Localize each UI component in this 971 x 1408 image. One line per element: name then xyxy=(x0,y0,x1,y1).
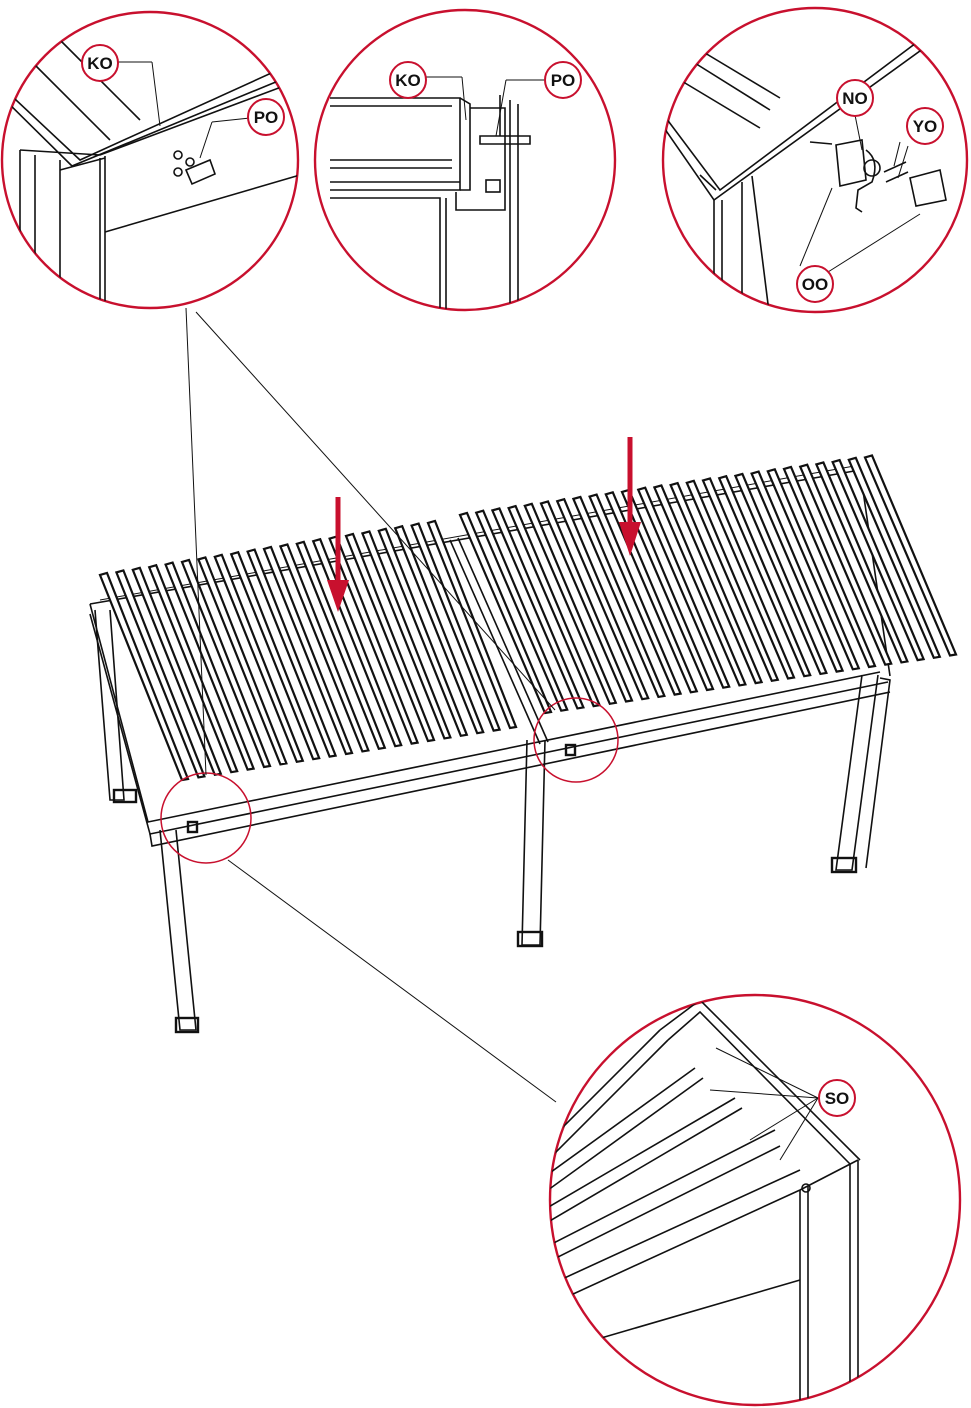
callout-label: PO xyxy=(551,71,576,90)
louver-slat xyxy=(229,550,321,761)
callout-label: KO xyxy=(395,71,421,90)
louver-slat xyxy=(458,511,553,715)
callout-badge: PO xyxy=(247,98,285,136)
louver-slat xyxy=(180,558,272,769)
louver-slat xyxy=(278,543,370,753)
louver-slat xyxy=(701,477,796,680)
louver-slat xyxy=(360,530,452,740)
louver-slat xyxy=(262,545,354,756)
detail-view-4: SO xyxy=(548,993,962,1407)
louver-slat xyxy=(652,484,747,687)
louver-slat xyxy=(717,474,812,678)
callout-label: OO xyxy=(802,275,828,294)
callout-badge: NO xyxy=(836,79,874,117)
louvers-right-bay xyxy=(458,454,958,715)
louvers-left-bay xyxy=(98,519,518,782)
louver-slat xyxy=(213,553,305,764)
louver-slat xyxy=(863,454,958,657)
louver-slat xyxy=(636,486,731,689)
callout-label: SO xyxy=(825,1089,850,1108)
callout-label: KO xyxy=(87,54,113,73)
louver-slat xyxy=(344,532,436,743)
louver-slat xyxy=(246,548,338,758)
louver-slat xyxy=(377,527,469,738)
louver-slat xyxy=(588,493,683,696)
louver-slat xyxy=(782,465,877,669)
louver-slat xyxy=(295,540,387,751)
leader-lines xyxy=(185,307,557,1103)
louver-slat xyxy=(750,470,845,673)
louver-slat xyxy=(685,479,780,683)
louver-slat xyxy=(523,502,618,706)
callout-badge: KO xyxy=(389,61,427,99)
detail-view-1: KO PO xyxy=(0,10,300,310)
louver-slat xyxy=(555,497,650,701)
callout-badge: PO xyxy=(544,61,582,99)
pergola-main-view xyxy=(89,437,958,1034)
zoom-circle-left-corner xyxy=(160,772,252,864)
louver-slat xyxy=(539,500,634,703)
louver-slat xyxy=(147,563,239,774)
louver-slat xyxy=(426,519,518,730)
louver-slat xyxy=(847,456,942,660)
louver-slat xyxy=(98,571,190,782)
callout-label: YO xyxy=(913,117,938,136)
louver-slat xyxy=(114,569,206,779)
callout-label: NO xyxy=(842,89,868,108)
louver-slat xyxy=(196,556,288,766)
callout-label: PO xyxy=(254,108,279,127)
callout-badge: YO xyxy=(906,107,944,145)
callout-badge: OO xyxy=(796,265,834,303)
louver-slat xyxy=(393,524,485,735)
detail-circle-3 xyxy=(661,6,969,314)
louver-slat xyxy=(164,561,256,771)
louver-slat xyxy=(831,458,926,662)
louver-slat xyxy=(733,472,828,676)
detail-circle-4 xyxy=(548,993,962,1407)
louver-slat xyxy=(474,509,569,712)
detail-circle-1 xyxy=(0,10,300,310)
detail-view-3: NO YO OO xyxy=(661,6,969,314)
louver-slat xyxy=(814,461,909,664)
callout-badge: SO xyxy=(818,1079,856,1117)
louver-slat xyxy=(490,507,585,710)
louver-slat xyxy=(571,495,666,699)
louver-slat xyxy=(766,467,861,671)
detail-view-2: KO PO xyxy=(313,8,617,312)
louver-slat xyxy=(131,566,223,777)
zoom-circle-middle-joint xyxy=(533,697,619,783)
louver-slat xyxy=(328,535,420,745)
louver-slat xyxy=(620,488,715,692)
louver-slat xyxy=(798,463,893,666)
down-arrow-icon xyxy=(327,497,349,612)
callout-badge: KO xyxy=(81,44,119,82)
louver-slat xyxy=(669,481,764,685)
down-arrow-icon xyxy=(619,437,641,556)
